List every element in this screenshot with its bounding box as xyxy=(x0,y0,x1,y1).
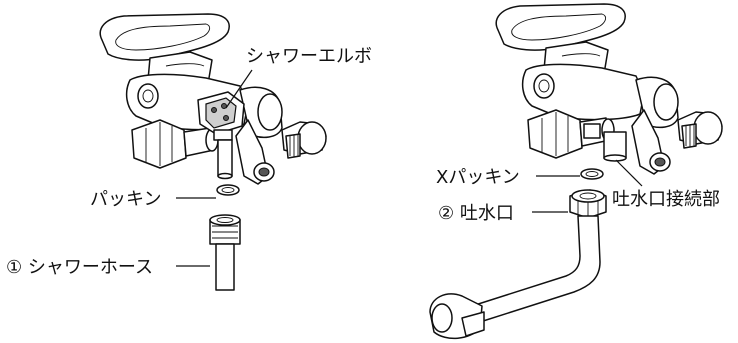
right-right-inlet-arm xyxy=(631,109,723,175)
left-right-inlet-arm xyxy=(235,119,327,185)
leader-lines xyxy=(176,69,643,267)
packing-ring xyxy=(216,184,240,196)
right-faucet-body xyxy=(521,63,679,129)
left-faucet-assembly xyxy=(99,13,327,291)
label-spout-connection: 吐水口接続部 xyxy=(612,189,720,210)
left-inlet-nut xyxy=(131,119,219,169)
leader-shower-elbow xyxy=(225,69,253,109)
label-packing: パッキン xyxy=(90,189,161,210)
shower-hose-part xyxy=(209,214,241,291)
right-faucet-assembly xyxy=(429,3,723,340)
leader-spout-connection xyxy=(615,159,643,187)
spout-part xyxy=(429,189,607,340)
spout-connection-port xyxy=(583,123,627,162)
label-shower-elbow: シャワーエルボ xyxy=(246,46,372,67)
label-x-packing: Xパッキン xyxy=(436,167,520,188)
label-shower-hose: ① シャワーホース xyxy=(6,257,153,278)
x-packing-ring xyxy=(580,168,604,180)
label-spout: ② 吐水口 xyxy=(438,203,514,224)
left-elbow-pipe xyxy=(217,139,233,180)
shower-elbow-part xyxy=(197,91,245,141)
